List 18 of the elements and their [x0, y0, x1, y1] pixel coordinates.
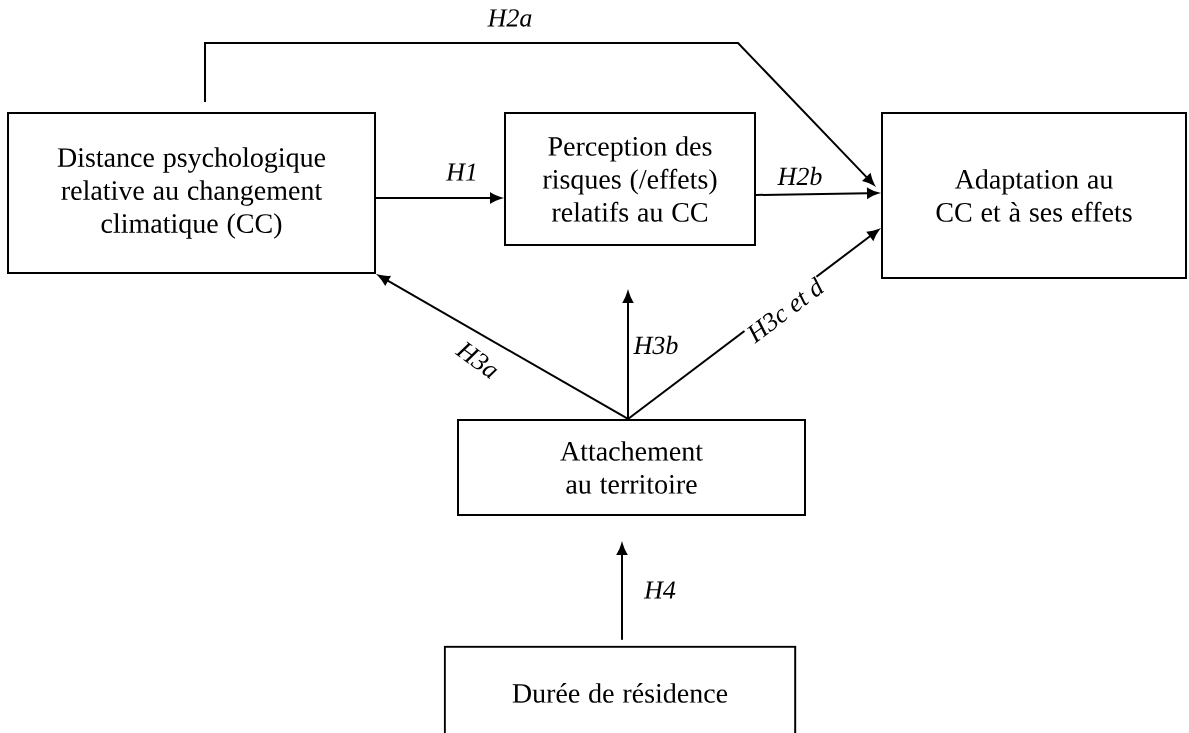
- edge-label: H4: [643, 580, 677, 600]
- box: Durée de résidence: [443, 645, 797, 733]
- arrow: [616, 543, 628, 641]
- box: Perception des risques (/effets) relatifs au CC: [504, 112, 756, 246]
- edge-label: H1: [445, 162, 479, 182]
- box: Distance psychologique relative au changement climatique (CC): [7, 112, 376, 274]
- box: Attachement au territoire: [457, 419, 806, 516]
- edge-label: H3c et d: [742, 274, 828, 346]
- arrow: [755, 188, 879, 199]
- arrow: [375, 192, 502, 204]
- edge-label: H3b: [632, 334, 680, 356]
- box: Adaptation au CC et à ses effets: [881, 112, 1187, 279]
- edge-label: H2b: [776, 165, 824, 187]
- arrow: [204, 42, 875, 186]
- arrow: [622, 291, 634, 420]
- edge-label: H2a: [486, 8, 534, 28]
- edge-label: H3a: [453, 338, 503, 382]
- arrow: [378, 274, 629, 420]
